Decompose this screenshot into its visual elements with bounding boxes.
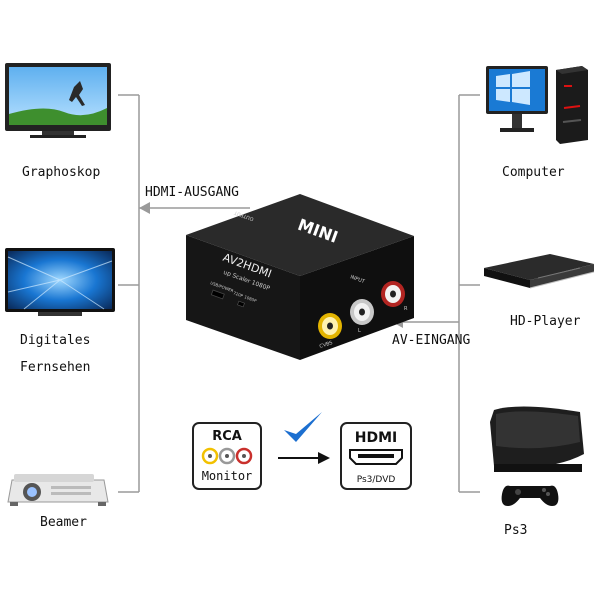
device-r-label: R (404, 306, 408, 312)
flat-tv-icon (5, 248, 115, 316)
rca-caption: Monitor (202, 469, 253, 483)
output-label-digitales: Digitales (20, 333, 91, 348)
rca-cvbs-jack (318, 313, 342, 339)
hdmi-port-icon (349, 449, 403, 465)
usb-port (210, 289, 225, 300)
output-arrow-head (139, 202, 150, 214)
device-input-port-label: INPUT (349, 274, 366, 285)
rca-right-jack (381, 281, 405, 307)
desktop-computer-icon (486, 66, 588, 144)
hdmi-box: HDMI Ps3/DVD (340, 422, 412, 490)
gamepad-icon (501, 485, 559, 506)
device-cvbs-label: CVBS (319, 340, 334, 350)
input-label-hdplayer: HD-Player (510, 314, 581, 329)
device-1080p-label: 1080P (244, 294, 258, 303)
av-input-label: AV-EINGANG (392, 333, 471, 348)
output-label-beamer: Beamer (40, 515, 87, 530)
hdmi-caption: Ps3/DVD (357, 475, 396, 485)
output-label-graphoskop: Graphoskop (22, 165, 101, 180)
rca-left-jack (350, 299, 374, 325)
checkmark-icon (284, 412, 322, 442)
conversion-arrow-head (318, 452, 330, 464)
input-label-ps3: Ps3 (504, 523, 528, 538)
game-console-icon (490, 406, 584, 506)
hdmi-title: HDMI (355, 430, 397, 446)
resolution-switch (237, 300, 245, 308)
device-l-label: L (358, 328, 361, 334)
dvd-player-icon (484, 254, 595, 289)
av2hdmi-converter: MINI OUTPUT INPUT AV2HDMI up Scaler 1080… (186, 194, 414, 360)
output-label-fernsehen: Fernsehen (20, 360, 91, 375)
rca-jacks-icon (201, 447, 253, 465)
rca-title: RCA (212, 429, 242, 444)
tv-icon (5, 63, 111, 138)
device-720p-label: 720P (233, 290, 245, 298)
rca-monitor-box: RCA Monitor (192, 422, 262, 490)
hdmi-output-label: HDMI-AUSGANG (145, 185, 239, 200)
input-label-computer: Computer (502, 165, 565, 180)
device-front-face (186, 235, 300, 360)
projector-icon (7, 474, 109, 506)
